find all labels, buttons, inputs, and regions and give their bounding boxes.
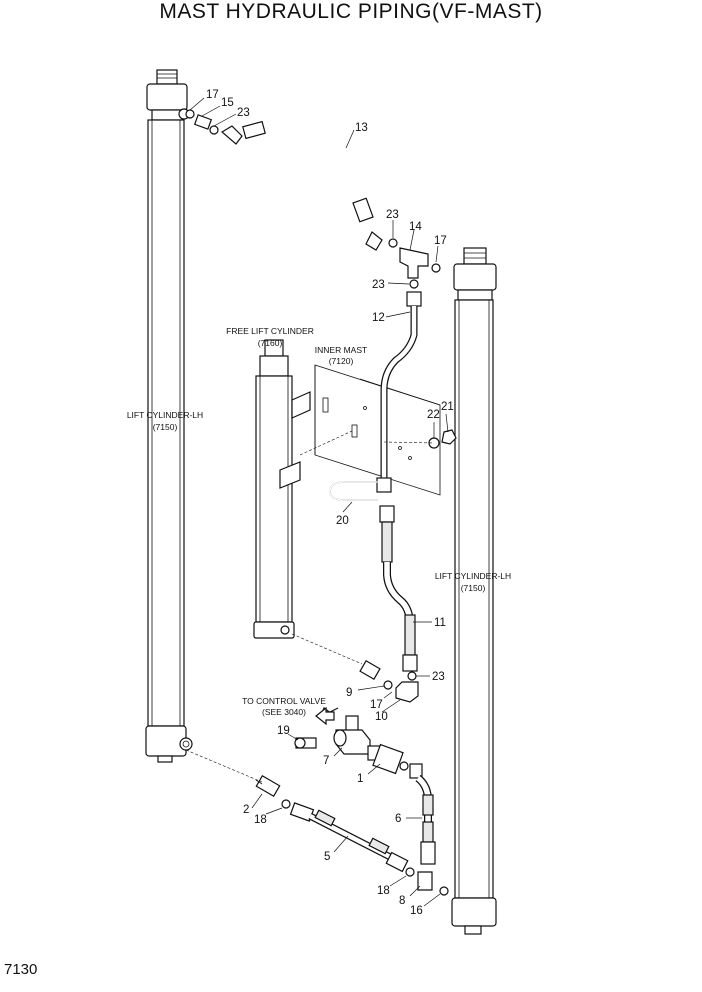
free-lift-cylinder-ref: (7160) [258, 338, 283, 348]
callout-22: 22 [427, 409, 440, 421]
hose-5 [289, 802, 409, 873]
callout-17: 17 [206, 89, 219, 101]
lift-cylinder-left-ref: (7150) [153, 422, 178, 432]
callout-8: 8 [399, 895, 405, 907]
control-valve-label: TO CONTROL VALVE [242, 696, 326, 706]
leader-lines [189, 97, 449, 907]
callout-20: 20 [336, 515, 349, 527]
hose-11 [379, 505, 418, 672]
right-lift-cylinder [451, 247, 497, 935]
valve-block-7 [294, 715, 409, 775]
callout-1: 1 [357, 773, 363, 785]
callout-9: 9 [346, 687, 352, 699]
callout-23: 23 [386, 209, 399, 221]
elbow-fitting-top [185, 109, 243, 145]
callout-16: 16 [410, 905, 423, 917]
lift-cylinder-right-ref: (7150) [461, 583, 486, 593]
callout-23: 23 [237, 107, 250, 119]
hose-13 [230, 120, 374, 223]
callout-7: 7 [323, 755, 329, 767]
callout-15: 15 [221, 97, 234, 109]
free-lift-cylinder-label: FREE LIFT CYLINDER [226, 326, 314, 336]
callout-19: 19 [277, 725, 290, 737]
callout-17: 17 [370, 699, 383, 711]
callout-11: 11 [434, 617, 446, 629]
inner-mast-ref: (7120) [329, 356, 354, 366]
page-number: 7130 [4, 961, 38, 978]
free-lift-cylinder [253, 339, 311, 639]
pipe-12 [376, 279, 422, 493]
callout-12: 12 [372, 312, 385, 324]
tee-fitting-14 [365, 231, 441, 279]
callout-6: 6 [395, 813, 401, 825]
callout-23: 23 [372, 279, 385, 291]
callout-18: 18 [254, 814, 267, 826]
callout-5: 5 [324, 851, 330, 863]
page-title: MAST HYDRAULIC PIPING(VF-MAST) [159, 0, 543, 23]
left-lift-cylinder [145, 69, 193, 763]
callout-14: 14 [409, 221, 422, 233]
control-valve-ref: (SEE 3040) [262, 707, 306, 717]
inner-mast-plate [314, 364, 441, 496]
lift-cylinder-left-label: LIFT CYLINDER-LH [127, 410, 203, 420]
callout-17: 17 [434, 235, 447, 247]
lift-cylinder-right-label: LIFT CYLINDER-LH [435, 571, 511, 581]
component-labels: LIFT CYLINDER-LH (7150) LIFT CYLINDER-LH… [127, 326, 511, 717]
part-callouts: 17 15 23 13 23 14 17 23 12 22 21 20 11 2… [206, 89, 454, 917]
callout-23: 23 [432, 671, 445, 683]
callout-2: 2 [243, 804, 249, 816]
callout-13: 13 [355, 122, 368, 134]
hose-6 [409, 763, 436, 865]
inner-mast-label: INNER MAST [315, 345, 367, 355]
callout-18: 18 [377, 885, 390, 897]
callout-10: 10 [375, 711, 388, 723]
callout-21: 21 [441, 401, 454, 413]
